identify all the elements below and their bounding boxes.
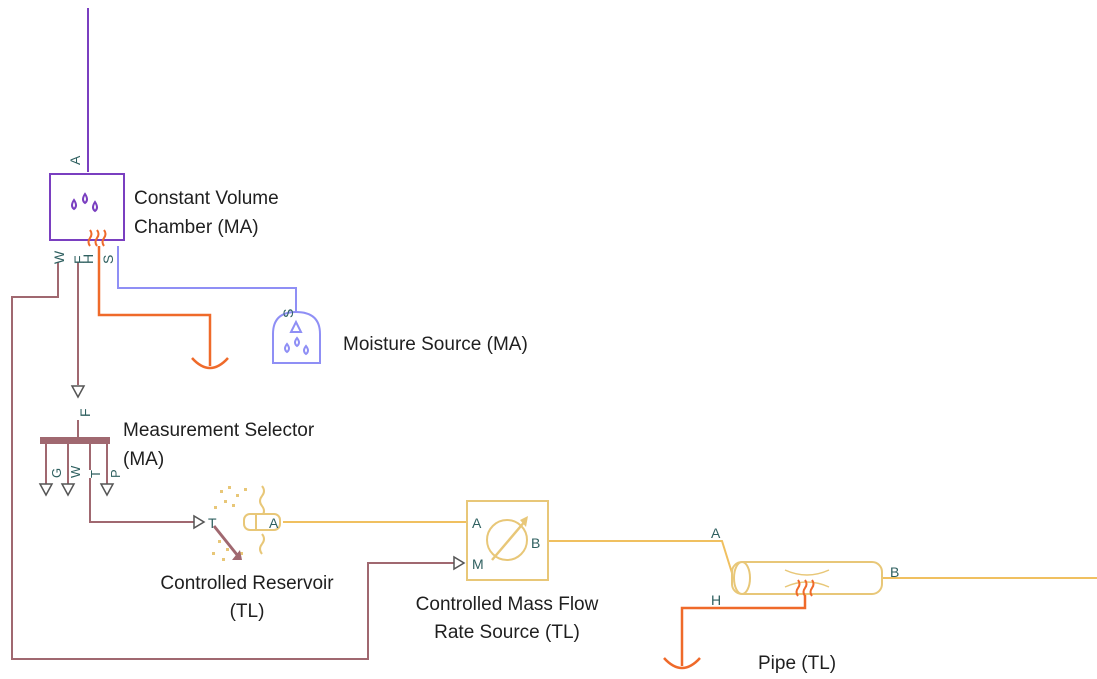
moisture-signal-connection[interactable] [117,246,297,312]
measurement-selector-block[interactable]: F G W T P [38,385,123,497]
heat-wave-icon [87,229,107,247]
chamber-label-line1: Constant Volume [134,188,279,209]
reservoir-port-a: A [269,515,279,531]
heat-wave-icon [259,485,265,555]
pipe-label: Pipe (TL) [758,653,836,674]
water-drops-icon [284,336,309,356]
selector-label-line2: (MA) [123,449,164,470]
controlled-mass-flow-source-block[interactable]: A B M [453,500,549,581]
thermal-reference-icon[interactable] [663,655,701,670]
thermal-connection-pipe[interactable] [680,595,807,655]
selector-port-p: P [108,469,123,478]
chamber-port-s: S [100,255,116,264]
pipe-port-h: H [711,592,721,608]
constant-volume-chamber-block[interactable]: A W F H S [49,155,125,264]
chamber-port-h: H [80,254,96,264]
pipe-block[interactable]: A B H [711,525,899,608]
thermal-liquid-source-to-pipe[interactable] [548,540,733,574]
physical-signal-w-to-flow-source[interactable] [11,262,456,660]
flow-source-port-m: M [472,556,484,572]
water-drops-icon [71,192,98,213]
flow-source-label-line2: Rate Source (TL) [434,622,580,643]
reservoir-port-t: T [208,515,217,531]
selector-port-g: G [49,468,64,478]
selector-label-line1: Measurement Selector [123,420,315,441]
reservoir-label-line1: Controlled Reservoir [160,573,334,594]
selector-port-t: T [88,470,103,478]
flow-source-port-b: B [531,535,540,551]
pipe-port-a: A [711,525,721,541]
moisture-source-port-s: S [280,309,296,318]
reservoir-label-line2: (TL) [230,601,265,622]
reservoir-spray-icon [212,486,247,561]
chamber-port-a: A [67,155,83,165]
thermal-reference-icon[interactable] [191,355,229,370]
physical-signal-t-to-reservoir[interactable] [89,478,196,523]
pipe-port-b: B [890,564,899,580]
moisture-source-label: Moisture Source (MA) [343,334,528,355]
chamber-port-w: W [51,250,67,264]
thermal-connection-chamber[interactable] [97,246,212,355]
chamber-label-line2: Chamber (MA) [134,217,259,238]
flow-source-label-line1: Controlled Mass Flow [416,594,599,615]
selector-port-w: W [68,465,83,478]
heat-wave-icon [795,579,815,597]
selector-port-f: F [77,408,93,417]
chamber-port-f: F [71,255,87,264]
flow-source-port-a: A [472,515,482,531]
controlled-reservoir-block[interactable]: T A [193,485,281,561]
moisture-source-block[interactable]: S [272,309,321,364]
